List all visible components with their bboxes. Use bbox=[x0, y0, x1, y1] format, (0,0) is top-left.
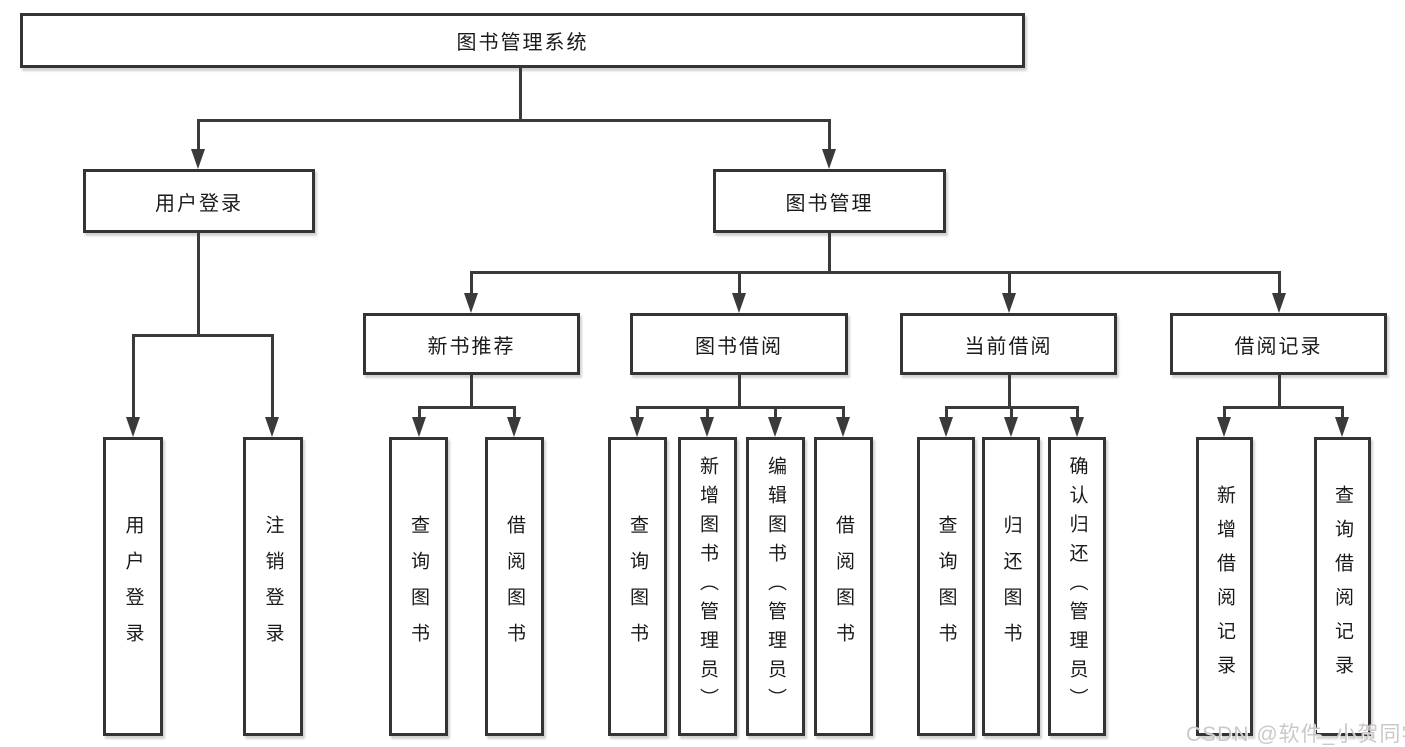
connector-records-rail bbox=[1223, 406, 1344, 409]
leaf-user-login: 用户登录 bbox=[103, 437, 163, 736]
connector-drop-cb-confirm bbox=[1076, 406, 1079, 418]
connector-records-stem bbox=[1278, 375, 1281, 408]
connector-rec-rail bbox=[418, 406, 516, 409]
leaf-rec-query-books-label: 查询图书 bbox=[408, 514, 429, 659]
connector-root-stem bbox=[519, 68, 522, 121]
arrowhead-cb-confirm bbox=[1070, 417, 1084, 437]
node-book-mgmt: 图书管理 bbox=[713, 169, 946, 233]
leaf-bb-add-books-admin-label: 新增图书（管理员） bbox=[697, 456, 718, 717]
arrowhead-rec-query bbox=[412, 417, 426, 437]
connector-drop-cb-query bbox=[945, 406, 948, 418]
node-borrow-records: 借阅记录 bbox=[1170, 313, 1387, 375]
leaf-cb-confirm-return-admin-label: 确认归还（管理员） bbox=[1066, 456, 1088, 717]
node-current-borrow-label: 当前借阅 bbox=[964, 335, 1053, 358]
connector-book-mgmt-stem bbox=[828, 233, 831, 274]
leaf-bb-borrow-books-label: 借阅图书 bbox=[833, 514, 854, 659]
leaf-rec-query-books: 查询图书 bbox=[389, 437, 448, 736]
connector-drop-br-query bbox=[1341, 406, 1344, 418]
leaf-bb-add-books-admin: 新增图书（管理员） bbox=[678, 437, 737, 736]
connector-drop-br-add bbox=[1223, 406, 1226, 418]
connector-book-mgmt-rail bbox=[470, 271, 1281, 274]
node-book-mgmt-label: 图书管理 bbox=[785, 192, 874, 215]
connector-root-drop-left bbox=[197, 119, 200, 150]
leaf-br-add-record-label: 新增借阅记录 bbox=[1214, 484, 1235, 689]
connector-user-login-rail bbox=[132, 334, 274, 337]
leaf-rec-borrow-books: 借阅图书 bbox=[485, 437, 544, 736]
leaf-cb-return-books-label: 归还图书 bbox=[1000, 514, 1022, 659]
leaf-cb-query-books-label: 查询图书 bbox=[935, 514, 957, 659]
connector-drop-cb-return bbox=[1010, 406, 1013, 418]
connector-drop-rec bbox=[470, 271, 473, 293]
connector-drop-bb-add bbox=[706, 406, 709, 418]
leaf-rec-borrow-books-label: 借阅图书 bbox=[504, 514, 525, 659]
connector-current-stem bbox=[1008, 375, 1011, 408]
leaf-br-query-record-label: 查询借阅记录 bbox=[1332, 484, 1353, 689]
connector-borrow-stem bbox=[738, 375, 741, 408]
arrowhead-br-query bbox=[1335, 417, 1349, 437]
arrowhead-bb-query bbox=[630, 417, 644, 437]
node-book-borrow: 图书借阅 bbox=[630, 313, 848, 375]
arrowhead-rec-borrow bbox=[507, 417, 521, 437]
arrowhead-bb-borrow bbox=[836, 417, 850, 437]
arrowhead-user-login bbox=[191, 149, 205, 169]
arrowhead-bb-add bbox=[700, 417, 714, 437]
leaf-br-query-record: 查询借阅记录 bbox=[1314, 437, 1371, 736]
arrowhead-book-borrow bbox=[732, 293, 746, 313]
leaf-cb-confirm-return-admin: 确认归还（管理员） bbox=[1048, 437, 1106, 736]
leaf-bb-query-books-label: 查询图书 bbox=[627, 514, 648, 659]
arrowhead-borrow-records bbox=[1272, 293, 1286, 313]
node-user-login: 用户登录 bbox=[83, 169, 315, 233]
arrowhead-bb-edit bbox=[768, 417, 782, 437]
node-user-login-label: 用户登录 bbox=[155, 192, 243, 215]
leaf-bb-borrow-books: 借阅图书 bbox=[814, 437, 873, 736]
connector-root-drop-right bbox=[828, 119, 831, 150]
connector-root-rail bbox=[197, 119, 831, 122]
leaf-logout-label: 注销登录 bbox=[262, 514, 284, 659]
connector-drop-records bbox=[1278, 271, 1281, 293]
connector-drop-rec-query bbox=[418, 406, 421, 418]
node-book-borrow-label: 图书借阅 bbox=[695, 335, 783, 358]
connector-drop-bb-edit bbox=[774, 406, 777, 418]
connector-drop-rec-borrow bbox=[513, 406, 516, 418]
node-current-borrow: 当前借阅 bbox=[900, 313, 1117, 375]
arrowhead-new-book-rec bbox=[464, 293, 478, 313]
leaf-bb-edit-books-admin: 编辑图书（管理员） bbox=[746, 437, 805, 736]
connector-rec-stem bbox=[470, 375, 473, 408]
node-root-label: 图书管理系统 bbox=[456, 32, 589, 54]
leaf-br-add-record: 新增借阅记录 bbox=[1196, 437, 1253, 736]
leaf-user-login-label: 用户登录 bbox=[122, 514, 144, 659]
arrowhead-logout-leaf bbox=[265, 417, 279, 437]
leaf-bb-edit-books-admin-label: 编辑图书（管理员） bbox=[765, 456, 786, 717]
connector-drop-login bbox=[132, 334, 135, 417]
leaf-bb-query-books: 查询图书 bbox=[608, 437, 667, 736]
watermark: CSDN @软件_小贺同学 bbox=[1186, 723, 1405, 746]
arrowhead-current-borrow bbox=[1002, 293, 1016, 313]
node-borrow-records-label: 借阅记录 bbox=[1234, 335, 1323, 358]
connector-drop-logout bbox=[271, 334, 274, 417]
arrowhead-br-add bbox=[1217, 417, 1231, 437]
leaf-logout: 注销登录 bbox=[243, 437, 303, 736]
arrowhead-cb-return bbox=[1004, 417, 1018, 437]
node-new-book-rec-label: 新书推荐 bbox=[427, 335, 516, 358]
leaf-cb-query-books: 查询图书 bbox=[917, 437, 975, 736]
arrowhead-login-leaf bbox=[126, 417, 140, 437]
connector-drop-current bbox=[1008, 271, 1011, 293]
connector-drop-bb-query bbox=[636, 406, 639, 418]
arrowhead-book-mgmt bbox=[822, 149, 836, 169]
node-root: 图书管理系统 bbox=[20, 13, 1025, 68]
connector-drop-borrow bbox=[738, 271, 741, 293]
connector-user-login-stem bbox=[197, 233, 200, 337]
arrowhead-cb-query bbox=[939, 417, 953, 437]
connector-borrow-rail bbox=[636, 406, 845, 409]
connector-drop-bb-borrow bbox=[842, 406, 845, 418]
node-new-book-rec: 新书推荐 bbox=[363, 313, 580, 375]
leaf-cb-return-books: 归还图书 bbox=[982, 437, 1040, 736]
